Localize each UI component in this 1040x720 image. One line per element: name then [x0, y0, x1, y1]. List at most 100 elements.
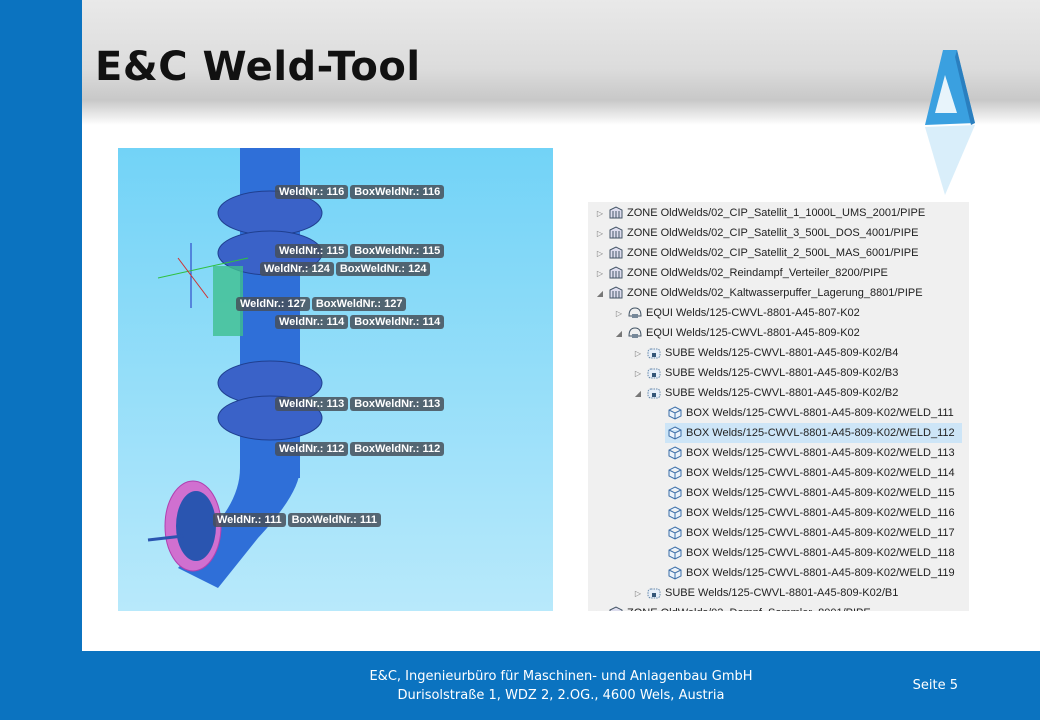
tree-row[interactable]: ▷ EQUI Welds/125-CWVL-8801-A45-807-K02: [613, 303, 860, 323]
box-weld-number: BoxWeldNr.: 114: [350, 315, 445, 329]
box-weld-number: BoxWeldNr.: 116: [350, 185, 445, 199]
collapsed-arrow-icon[interactable]: ▷: [596, 248, 604, 258]
box-weld-number: BoxWeldNr.: 113: [350, 397, 445, 411]
sube-icon: [646, 386, 662, 400]
tree-row-label: SUBE Welds/125-CWVL-8801-A45-809-K02/B3: [665, 367, 899, 379]
tree-row-label: BOX Welds/125-CWVL-8801-A45-809-K02/WELD…: [686, 427, 955, 439]
tree-row[interactable]: ▷ SUBE Welds/125-CWVL-8801-A45-809-K02/B1: [632, 583, 898, 603]
zone-icon: [608, 226, 624, 240]
collapsed-arrow-icon[interactable]: ▷: [634, 348, 642, 358]
equi-icon: [627, 306, 643, 320]
tree-row[interactable]: ◢ SUBE Welds/125-CWVL-8801-A45-809-K02/B2: [632, 383, 898, 403]
tree-row[interactable]: BOX Welds/125-CWVL-8801-A45-809-K02/WELD…: [665, 563, 955, 583]
tree-row-label: ZONE OldWelds/02_Kaltwasserpuffer_Lageru…: [627, 287, 923, 299]
tree-row-label: BOX Welds/125-CWVL-8801-A45-809-K02/WELD…: [686, 527, 955, 539]
zone-icon: [608, 606, 624, 611]
zone-icon: [608, 206, 624, 220]
slide-title: E&C Weld-Tool: [95, 44, 421, 90]
equi-icon: [627, 326, 643, 340]
box-icon: [667, 486, 683, 500]
zone-icon: [608, 286, 624, 300]
footer: E&C, Ingenieurbüro für Maschinen- und An…: [82, 651, 1040, 720]
tree-row-label: BOX Welds/125-CWVL-8801-A45-809-K02/WELD…: [686, 407, 954, 419]
tree-row-label: SUBE Welds/125-CWVL-8801-A45-809-K02/B1: [665, 587, 899, 599]
tree-row[interactable]: ▷ ZONE OldWelds/02_Dampf_Sammler_8001/PIP…: [594, 603, 871, 611]
box-icon: [667, 446, 683, 460]
page-number: Seite 5: [912, 678, 958, 693]
weld-number: WeldNr.: 114: [275, 315, 349, 329]
box-weld-number: BoxWeldNr.: 115: [350, 244, 445, 258]
tree-row-label: BOX Welds/125-CWVL-8801-A45-809-K02/WELD…: [686, 447, 955, 459]
footer-company: E&C, Ingenieurbüro für Maschinen- und An…: [369, 669, 753, 684]
left-accent-bar: [0, 0, 82, 720]
tree-row-label: EQUI Welds/125-CWVL-8801-A45-809-K02: [646, 327, 860, 339]
tree-row[interactable]: BOX Welds/125-CWVL-8801-A45-809-K02/WELD…: [665, 543, 955, 563]
box-icon: [667, 566, 683, 580]
expanded-arrow-icon[interactable]: ◢: [634, 388, 642, 398]
tree-row-label: BOX Welds/125-CWVL-8801-A45-809-K02/WELD…: [686, 507, 955, 519]
tree-row-label: BOX Welds/125-CWVL-8801-A45-809-K02/WELD…: [686, 567, 955, 579]
collapsed-arrow-icon[interactable]: ▷: [594, 609, 606, 612]
box-icon: [667, 466, 683, 480]
tree-row[interactable]: ▷ SUBE Welds/125-CWVL-8801-A45-809-K02/B4: [632, 343, 898, 363]
weld-number: WeldNr.: 111: [213, 513, 286, 527]
sube-icon: [646, 366, 662, 380]
collapsed-arrow-icon[interactable]: ▷: [634, 368, 642, 378]
tree-row-label: ZONE OldWelds/02_Dampf_Sammler_8001/PIPE: [627, 607, 871, 611]
tree-row[interactable]: BOX Welds/125-CWVL-8801-A45-809-K02/WELD…: [665, 483, 955, 503]
tree-row-label: BOX Welds/125-CWVL-8801-A45-809-K02/WELD…: [686, 487, 955, 499]
tree-row-label: ZONE OldWelds/02_CIP_Satellit_1_1000L_UM…: [627, 207, 926, 219]
collapsed-arrow-icon[interactable]: ▷: [634, 588, 642, 598]
tree-row[interactable]: ▷ ZONE OldWelds/02_Reindampf_Verteiler_82…: [594, 263, 888, 283]
tree-row[interactable]: BOX Welds/125-CWVL-8801-A45-809-K02/WELD…: [665, 523, 955, 543]
company-logo-icon: [925, 50, 975, 195]
sube-icon: [646, 586, 662, 600]
footer-address: Durisolstraße 1, WDZ 2, 2.OG., 4600 Wels…: [397, 688, 725, 703]
tree-row-label: SUBE Welds/125-CWVL-8801-A45-809-K02/B2: [665, 387, 899, 399]
weld-number: WeldNr.: 112: [275, 442, 349, 456]
box-icon: [667, 406, 683, 420]
tree-row[interactable]: BOX Welds/125-CWVL-8801-A45-809-K02/WELD…: [665, 403, 954, 423]
sube-icon: [646, 346, 662, 360]
box-icon: [667, 506, 683, 520]
tree-row-label: ZONE OldWelds/02_CIP_Satellit_2_500L_MAS…: [627, 247, 919, 259]
tree-row[interactable]: ▷ ZONE OldWelds/02_CIP_Satellit_2_500L_MA…: [594, 243, 918, 263]
tree-row-label: ZONE OldWelds/02_Reindampf_Verteiler_820…: [627, 267, 888, 279]
weld-number: WeldNr.: 116: [275, 185, 349, 199]
tree-row-label: BOX Welds/125-CWVL-8801-A45-809-K02/WELD…: [686, 467, 955, 479]
tree-row[interactable]: ◢ EQUI Welds/125-CWVL-8801-A45-809-K02: [613, 323, 860, 343]
tree-row-label: BOX Welds/125-CWVL-8801-A45-809-K02/WELD…: [686, 547, 955, 559]
weld-number: WeldNr.: 124: [260, 262, 334, 276]
tree-row[interactable]: ▷ SUBE Welds/125-CWVL-8801-A45-809-K02/B3: [632, 363, 898, 383]
box-icon: [667, 546, 683, 560]
tree-row[interactable]: BOX Welds/125-CWVL-8801-A45-809-K02/WELD…: [665, 423, 962, 443]
box-weld-number: BoxWeldNr.: 124: [335, 262, 431, 276]
pipe-model: [147, 148, 323, 588]
collapsed-arrow-icon[interactable]: ▷: [615, 308, 623, 318]
tree-row[interactable]: BOX Welds/125-CWVL-8801-A45-809-K02/WELD…: [665, 443, 955, 463]
expanded-arrow-icon[interactable]: ◢: [596, 288, 604, 298]
tree-row-label: EQUI Welds/125-CWVL-8801-A45-807-K02: [646, 307, 860, 319]
box-weld-number: BoxWeldNr.: 111: [287, 513, 381, 527]
collapsed-arrow-icon[interactable]: ▷: [596, 208, 604, 218]
collapsed-arrow-icon[interactable]: ▷: [596, 228, 604, 238]
expanded-arrow-icon[interactable]: ◢: [615, 328, 623, 338]
tree-row[interactable]: ▷ ZONE OldWelds/02_CIP_Satellit_1_1000L_U…: [594, 203, 925, 223]
zone-icon: [608, 266, 624, 280]
tree-row[interactable]: BOX Welds/125-CWVL-8801-A45-809-K02/WELD…: [665, 503, 955, 523]
tree-row-label: SUBE Welds/125-CWVL-8801-A45-809-K02/B4: [665, 347, 899, 359]
collapsed-arrow-icon[interactable]: ▷: [596, 268, 604, 278]
tree-row[interactable]: BOX Welds/125-CWVL-8801-A45-809-K02/WELD…: [665, 463, 955, 483]
model-tree[interactable]: ▷ ZONE OldWelds/02_CIP_Satellit_1_1000L_U…: [588, 202, 969, 611]
tree-row[interactable]: ▷ZONE OldWelds/02_CIP_Satellit_3_500L_DO…: [594, 223, 918, 243]
tree-row[interactable]: ◢ ZONE OldWelds/02_Kaltwasserpuffer_Lager…: [594, 283, 923, 303]
